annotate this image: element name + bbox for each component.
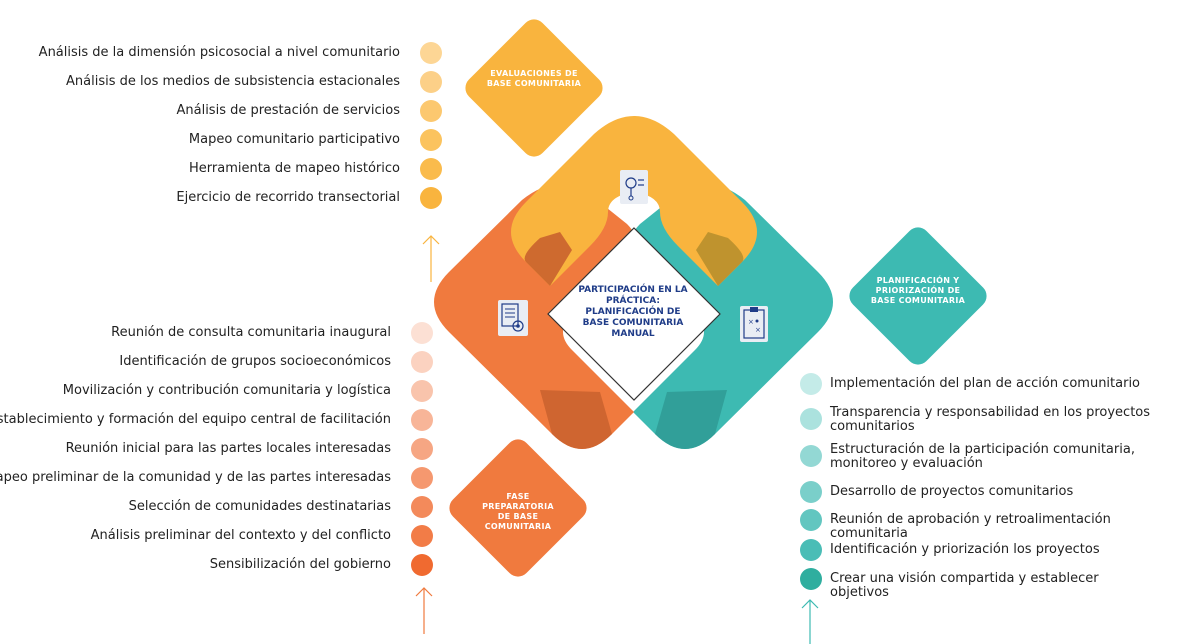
list-item-label: Transparencia y responsabilidad en los p… — [830, 405, 1151, 434]
preparatoria-list: Reunión de consulta comunitaria inaugura… — [0, 0, 433, 600]
bullet-dot — [420, 158, 442, 180]
bullet-dot — [420, 100, 442, 122]
overlap-left — [524, 232, 572, 286]
center-title: PARTICIPACIÓN EN LA PRÁCTICA: PLANIFICAC… — [578, 285, 688, 339]
label-preparatoria: FASE PREPARATORIA DE BASE COMUNITARIA — [482, 492, 554, 531]
bullet-dot — [800, 568, 822, 590]
list-item-label: Reunión de consulta comunitaria inaugura… — [111, 325, 391, 340]
list-item-label: Análisis de prestación de servicios — [176, 103, 400, 118]
overlap-bottom-right — [655, 390, 727, 449]
list-item-label: Movilización y contribución comunitaria … — [62, 383, 391, 398]
assessment-icon — [620, 170, 648, 204]
bullet-dot — [411, 496, 433, 518]
list-item-label: Análisis de la dimensión psicosocial a n… — [38, 45, 400, 60]
bullet-dot — [411, 467, 433, 489]
list-item-label: Reunión de aprobación y retroalimentació… — [830, 512, 1111, 541]
bullet-dot — [411, 322, 433, 344]
bullet-dot — [800, 408, 822, 430]
teal-ring — [631, 184, 833, 449]
bullet-dot — [411, 438, 433, 460]
bullet-dot — [411, 409, 433, 431]
list-item-label: Sensibilización del gobierno — [209, 557, 391, 572]
bullet-dot — [411, 525, 433, 547]
bullet-dot — [420, 187, 442, 209]
list-item-label: Selección de comunidades destinatarias — [128, 499, 391, 514]
bullet-dot — [411, 351, 433, 373]
bullet-dot — [800, 539, 822, 561]
center-diamond — [547, 227, 721, 401]
overlap-right — [696, 232, 744, 286]
bullet-dot — [800, 373, 822, 395]
list-item-label: Herramienta de mapeo histórico — [189, 161, 400, 176]
list-item-label: Análisis preliminar del contexto y del c… — [90, 528, 391, 543]
list-item-label: Reunión inicial para las partes locales … — [65, 441, 391, 456]
list-item-label: Mapeo comunitario participativo — [188, 132, 400, 147]
list-item-label: Crear una visión compartida y establecer… — [830, 571, 1099, 600]
svg-text:×: × — [755, 326, 761, 334]
bullet-dot — [411, 380, 433, 402]
bullet-dot — [800, 509, 822, 531]
list-item-label: Estructuración de la participación comun… — [830, 442, 1135, 471]
list-item-label: Mapeo preliminar de la comunidad y de la… — [0, 470, 391, 485]
yellow-ring — [511, 116, 757, 286]
bullet-dot — [420, 42, 442, 64]
list-item-label: Desarrollo de proyectos comunitarios — [830, 484, 1074, 499]
label-planificacion: PLANIFICACIÓN Y PRIORIZACIÓN DE BASE COM… — [870, 276, 966, 305]
document-gear-icon — [498, 300, 528, 336]
arrow-preparatoria — [415, 587, 433, 634]
bullet-dot — [411, 554, 433, 576]
evaluaciones-list: Análisis de la dimensión psicosocial a n… — [0, 0, 442, 220]
list-item-label: Establecimiento y formación del equipo c… — [0, 412, 391, 427]
list-item-label: Identificación y priorización los proyec… — [830, 542, 1100, 557]
bullet-dot — [420, 129, 442, 151]
label-evaluaciones: EVALUACIONES DE BASE COMUNITARIA — [486, 69, 582, 88]
bullet-dot — [420, 71, 442, 93]
list-item-label: Implementación del plan de acción comuni… — [830, 376, 1141, 391]
bullet-dot — [800, 445, 822, 467]
clipboard-strategy-icon: × × — [740, 306, 768, 342]
arrow-evaluaciones — [422, 235, 440, 282]
svg-text:×: × — [748, 318, 754, 326]
bullet-dot — [800, 481, 822, 503]
arrow-planificacion — [801, 599, 819, 644]
list-item-label: Ejercicio de recorrido transectorial — [176, 190, 400, 205]
list-item-label: Análisis de los medios de subsistencia e… — [66, 74, 400, 89]
overlap-bottom-left — [540, 390, 612, 449]
list-item-label: Identificación de grupos socioeconómicos — [119, 354, 391, 369]
planificacion-list: Implementación del plan de acción comuni… — [800, 0, 1183, 600]
